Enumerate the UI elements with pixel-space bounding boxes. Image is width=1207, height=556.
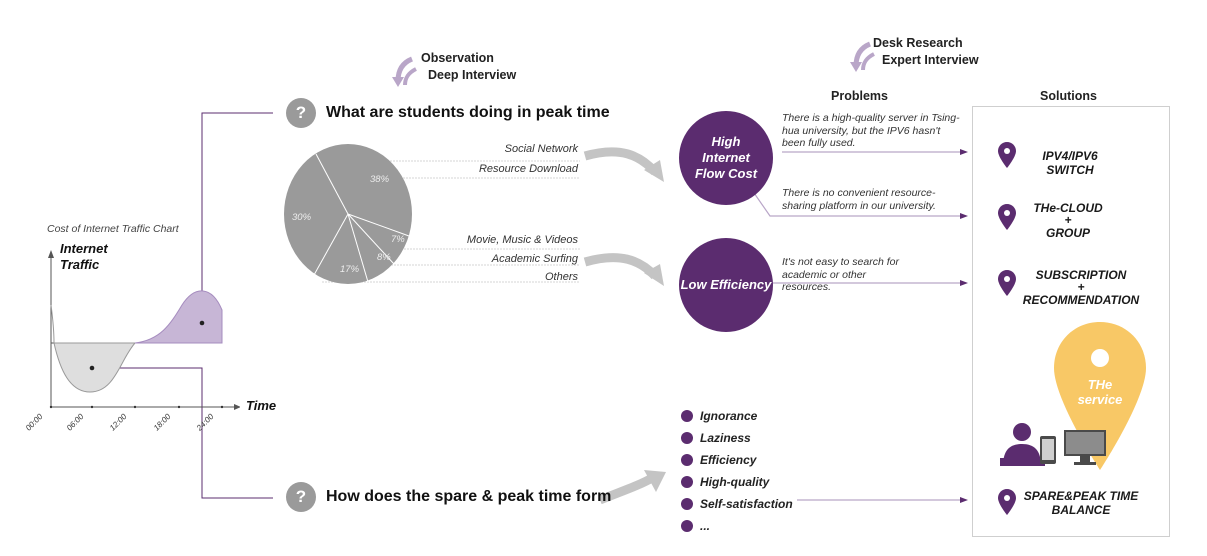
solution-subscription: SUBSCRIPTION+RECOMMENDATION (1022, 268, 1140, 308)
chart-title: Cost of Internet Traffic Chart (47, 223, 179, 235)
bullet-icon (681, 520, 693, 532)
source-expert-interview: Expert Interview (882, 53, 979, 67)
pie-chart (284, 144, 412, 284)
pie-percent: 30% (292, 212, 312, 223)
map-pin-icon (998, 142, 1016, 168)
pie-percent: 8% (377, 252, 391, 263)
pie-label: Others (544, 271, 578, 283)
bullet-icon (681, 432, 693, 444)
solution-ipv-switch: IPV4/IPV6 SWITCH (1042, 149, 1098, 178)
pie-percent: 38% (370, 174, 390, 185)
note-search: It's not easy to search for academic or … (782, 256, 899, 294)
pie-label: Movie, Music & Videos (466, 234, 578, 246)
bullet-icon (681, 498, 693, 510)
curved-arrows-icon (850, 41, 875, 72)
pie-label: Academic Surfing (491, 253, 578, 265)
map-pin-icon (998, 270, 1016, 296)
map-pin-icon (998, 204, 1016, 230)
problem-high-cost-label: High Internet Flow Cost (694, 133, 758, 182)
problem-low-efficiency-label: Low Efficiency (680, 276, 772, 292)
pie-percent: 7% (391, 234, 405, 245)
bullet-icon (681, 476, 693, 488)
question-spare-peak: How does the spare & peak time form (326, 488, 612, 505)
service-pin-icon (1054, 322, 1146, 470)
chart-marker (199, 320, 205, 326)
chart-area-high (134, 290, 223, 344)
solutions-heading: Solutions (1040, 89, 1097, 103)
cause-item: Efficiency (681, 449, 793, 471)
cause-item: High-quality (681, 471, 793, 493)
cause-item: Laziness (681, 427, 793, 449)
bullet-icon (681, 410, 693, 422)
question-peak-time: What are students doing in peak time (326, 104, 610, 121)
note-server: There is a high-quality server in Tsing-… (782, 112, 960, 150)
bullet-icon (681, 454, 693, 466)
source-desk-research: Desk Research (873, 36, 963, 50)
question-mark-icon: ? (286, 482, 316, 512)
cause-item: ... (681, 515, 793, 537)
cause-item: Self-satisfaction (681, 493, 793, 515)
chart-ylabel: Internet Traffic (60, 241, 108, 272)
problems-heading: Problems (831, 89, 888, 103)
map-pin-icon (998, 489, 1016, 515)
curved-arrows-icon (392, 56, 417, 87)
pie-label: Resource Download (478, 163, 578, 175)
chart-marker (89, 365, 95, 371)
chart-area-low (53, 342, 137, 393)
traffic-chart (48, 250, 240, 410)
note-platform: There is no convenient resource-sharing … (782, 187, 936, 212)
cause-item: Ignorance (681, 405, 793, 427)
source-deep-interview: Deep Interview (428, 68, 517, 82)
problem-high-cost: High Internet Flow Cost (679, 111, 773, 205)
chart-xlabel: Time (246, 398, 277, 413)
question-mark-icon: ? (286, 98, 316, 128)
pie-label: Social Network (504, 143, 578, 155)
user-devices-icon (1000, 423, 1106, 466)
source-observation: Observation (421, 51, 494, 65)
pie-percent: 17% (340, 264, 360, 275)
solution-cloud-group: THe-CLOUD+GROUP (1033, 201, 1103, 241)
causes-list: Ignorance Laziness Efficiency High-quali… (681, 405, 793, 537)
problem-low-efficiency: Low Efficiency (679, 238, 773, 332)
